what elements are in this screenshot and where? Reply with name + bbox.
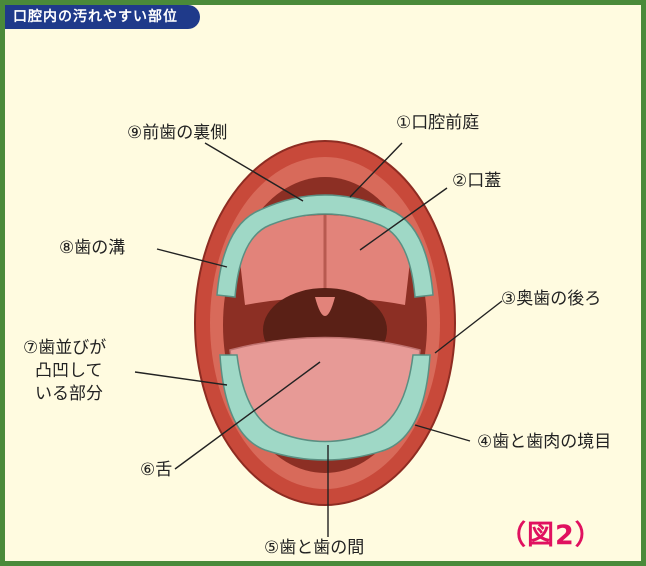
- label-crooked-teeth-line1: ⑦歯並びが: [23, 337, 106, 359]
- label-back-of-front-teeth: ⑨前歯の裏側: [127, 122, 227, 144]
- label-between-teeth: ⑤歯と歯の間: [264, 537, 364, 559]
- label-crooked-teeth-line3: いる部分: [35, 383, 103, 405]
- label-tongue: ⑥舌: [140, 459, 172, 481]
- figure-number: （図2）: [499, 513, 603, 552]
- label-gum-line: ④歯と歯肉の境目: [477, 431, 611, 453]
- label-crooked-teeth-line2: 凸凹して: [35, 360, 103, 382]
- label-palate: ②口蓋: [452, 170, 501, 192]
- label-tooth-grooves: ⑧歯の溝: [59, 237, 125, 259]
- label-oral-vestibule: ①口腔前庭: [396, 112, 479, 134]
- page-title: 口腔内の汚れやすい部位: [5, 5, 200, 29]
- label-behind-back-teeth: ③奥歯の後ろ: [501, 288, 601, 310]
- mouth-illustration: [5, 5, 641, 561]
